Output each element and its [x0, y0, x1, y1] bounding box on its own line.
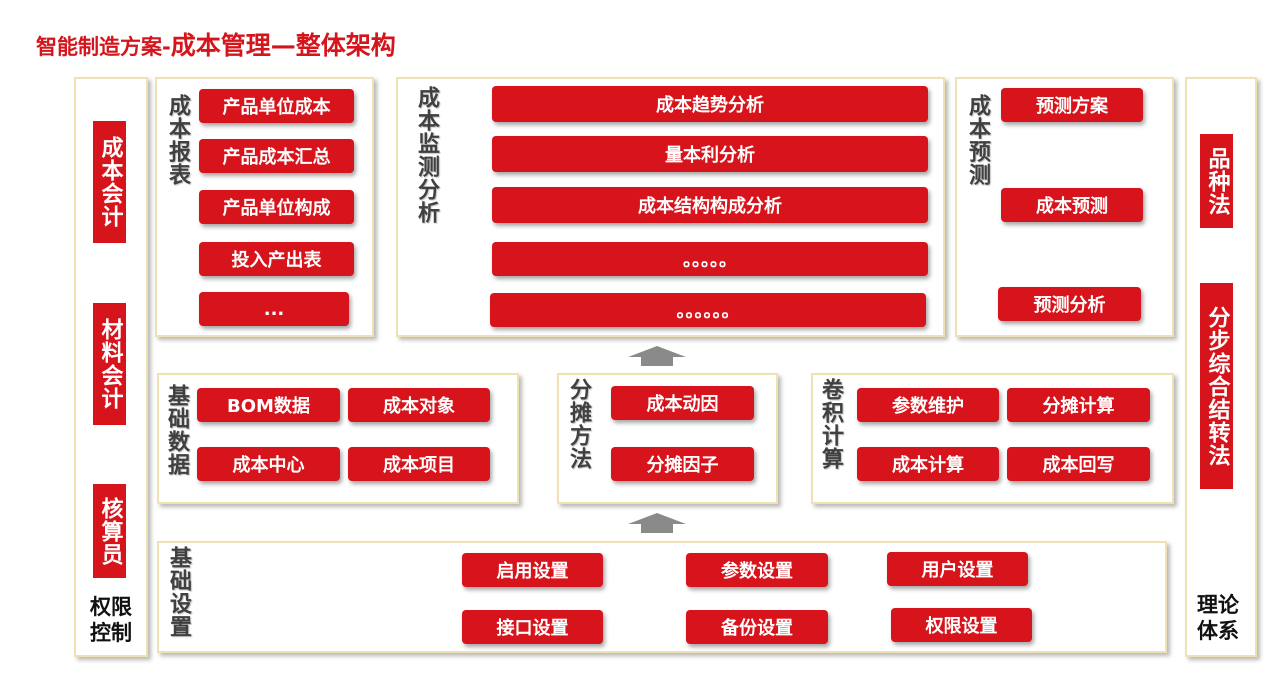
theory-system-line1: 理论 — [1197, 593, 1239, 617]
title-main: 成本管理—整体架构 — [170, 31, 396, 60]
page-title: 智能制造方案-成本管理—整体架构 — [36, 28, 396, 67]
up-arrow-top — [628, 346, 686, 366]
cost-forecast-label: 成本预测 — [965, 94, 990, 186]
allocation-calc-button[interactable]: 分摊计算 — [1007, 388, 1150, 422]
forecast-analysis-button[interactable]: 预测分析 — [998, 287, 1141, 321]
forecast-cost-button[interactable]: 成本预测 — [1001, 188, 1143, 222]
user-settings-button[interactable]: 用户设置 — [887, 552, 1028, 586]
cost-object-button[interactable]: 成本对象 — [348, 388, 490, 422]
report-product-unit-structure-button[interactable]: 产品单位构成 — [199, 190, 354, 224]
theory-system-line2: 体系 — [1197, 619, 1239, 643]
report-input-output-button[interactable]: 投入产出表 — [199, 242, 354, 276]
permission-control-line1: 权限 — [90, 595, 132, 619]
cost-monitor-label: 成本监测分析 — [414, 86, 439, 224]
report-product-unit-cost-button[interactable]: 产品单位成本 — [199, 89, 354, 123]
role-accountant[interactable]: 核算员 — [93, 484, 126, 578]
permission-control-line2: 控制 — [90, 621, 132, 645]
rollup-calc-label: 卷积计算 — [818, 378, 843, 470]
allocation-method-label: 分摊方法 — [566, 378, 591, 470]
cost-calc-button[interactable]: 成本计算 — [857, 447, 999, 481]
permission-settings-button[interactable]: 权限设置 — [891, 608, 1032, 642]
cost-item-button[interactable]: 成本项目 — [348, 447, 490, 481]
monitor-trend-analysis-button[interactable]: 成本趋势分析 — [492, 86, 928, 122]
param-maintenance-button[interactable]: 参数维护 — [857, 388, 999, 422]
cost-center-button[interactable]: 成本中心 — [197, 447, 340, 481]
role-cost-accounting[interactable]: 成本会计 — [93, 121, 126, 243]
enable-settings-button[interactable]: 启用设置 — [462, 553, 603, 587]
report-more-button[interactable]: ... — [199, 292, 349, 326]
base-data-label: 基础数据 — [164, 384, 189, 476]
permission-control-label: 权限 控制 — [80, 594, 142, 646]
cost-report-label: 成本报表 — [165, 94, 190, 186]
monitor-more-button-1[interactable]: 。。。。。 — [492, 242, 928, 276]
monitor-cvp-analysis-button[interactable]: 量本利分析 — [492, 136, 928, 172]
cost-writeback-button[interactable]: 成本回写 — [1007, 447, 1150, 481]
allocation-factor-button[interactable]: 分摊因子 — [611, 447, 754, 481]
cost-driver-button[interactable]: 成本动因 — [611, 386, 754, 420]
role-material-accounting[interactable]: 材料会计 — [93, 303, 126, 425]
method-stepwise-transfer[interactable]: 分步综合结转法 — [1200, 283, 1233, 489]
title-prefix: 智能制造方案- — [36, 35, 171, 59]
backup-settings-button[interactable]: 备份设置 — [686, 610, 828, 644]
method-variety[interactable]: 品种法 — [1200, 134, 1233, 228]
interface-settings-button[interactable]: 接口设置 — [462, 610, 603, 644]
up-arrow-bottom — [628, 513, 686, 533]
forecast-plan-button[interactable]: 预测方案 — [1001, 88, 1143, 122]
monitor-structure-analysis-button[interactable]: 成本结构构成分析 — [492, 187, 928, 223]
monitor-more-button-2[interactable]: 。。。。。。 — [490, 293, 926, 327]
theory-system-label: 理论 体系 — [1187, 592, 1249, 644]
bom-data-button[interactable]: BOM数据 — [197, 388, 340, 422]
base-settings-label: 基础设置 — [166, 546, 191, 638]
param-settings-button[interactable]: 参数设置 — [686, 553, 828, 587]
report-product-cost-summary-button[interactable]: 产品成本汇总 — [199, 139, 354, 173]
